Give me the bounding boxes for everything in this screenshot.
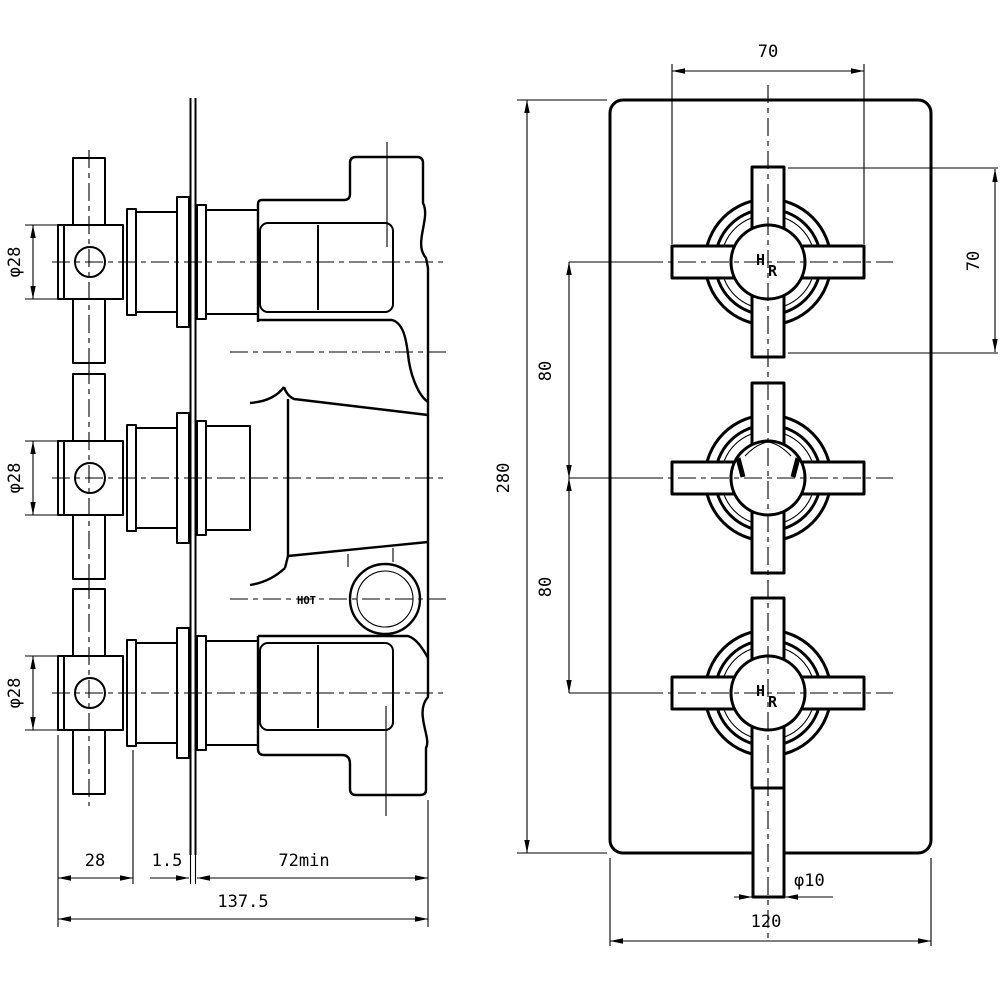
- dim-label-70-top: 70: [758, 42, 778, 62]
- dim-label-phi10: φ10: [794, 871, 825, 891]
- left-side-view: HOT φ28 φ28 φ28 28 1: [5, 98, 446, 927]
- dim-label-280: 280: [494, 463, 514, 494]
- dim-label-120: 120: [751, 912, 782, 932]
- temperature-indicator-arrows: [735, 457, 801, 478]
- body-shoulder-top: [258, 318, 429, 403]
- cartridge-housing-top: [259, 222, 394, 313]
- dim-phi28-bottom: φ28: [5, 655, 58, 731]
- right-view-centerlines: [569, 85, 893, 940]
- right-front-view: H R H R: [494, 42, 998, 946]
- left-view-centerlines: HOT: [52, 150, 446, 806]
- dim-label-80-upper: 80: [536, 361, 556, 381]
- dim-70-top: 70: [671, 42, 865, 244]
- dim-80-upper: 80: [536, 262, 572, 478]
- body-outline: [256, 155, 430, 797]
- left-view-bottom-dims: 28 1.5 72min 137.5: [57, 735, 429, 927]
- dim-label-phi28: φ28: [5, 463, 25, 494]
- dim-80-lower: 80: [536, 478, 572, 693]
- handle-letter-r: R: [768, 693, 778, 711]
- body-taper: [249, 386, 429, 587]
- handle-letter-r: R: [768, 262, 778, 280]
- body-shoulder-bottom: [258, 634, 430, 659]
- dim-phi10: φ10: [734, 871, 833, 900]
- dim-phi28-middle: φ28: [5, 440, 58, 516]
- wall-plate-edge: [189, 98, 197, 884]
- dim-phi28-top: φ28: [5, 224, 58, 300]
- dim-label-1-5: 1.5: [152, 851, 183, 871]
- dim-label-72min: 72min: [278, 851, 329, 871]
- dim-label-70-right: 70: [964, 251, 984, 271]
- valve-unit-top: [57, 157, 259, 364]
- dim-70-right: 70: [788, 167, 998, 354]
- dim-label-phi28: φ28: [5, 678, 25, 709]
- valve-body: [249, 142, 430, 816]
- dim-280: 280: [494, 99, 607, 854]
- dim-label-phi28: φ28: [5, 247, 25, 278]
- handle-letter-h: H: [756, 251, 765, 269]
- valve-unit-bottom: [57, 588, 259, 795]
- valve-unit-middle: [57, 373, 251, 580]
- dim-120: 120: [609, 858, 932, 946]
- hot-port-mark: HOT: [297, 594, 316, 607]
- handle-arm: [72, 373, 106, 442]
- dim-label-28: 28: [85, 851, 105, 871]
- cartridge-housing-bottom: [259, 642, 394, 731]
- dim-label-137-5: 137.5: [217, 892, 268, 912]
- dim-label-80-lower: 80: [536, 577, 556, 597]
- temperature-indicator-arcs: [744, 441, 792, 457]
- handle-letter-h: H: [756, 682, 765, 700]
